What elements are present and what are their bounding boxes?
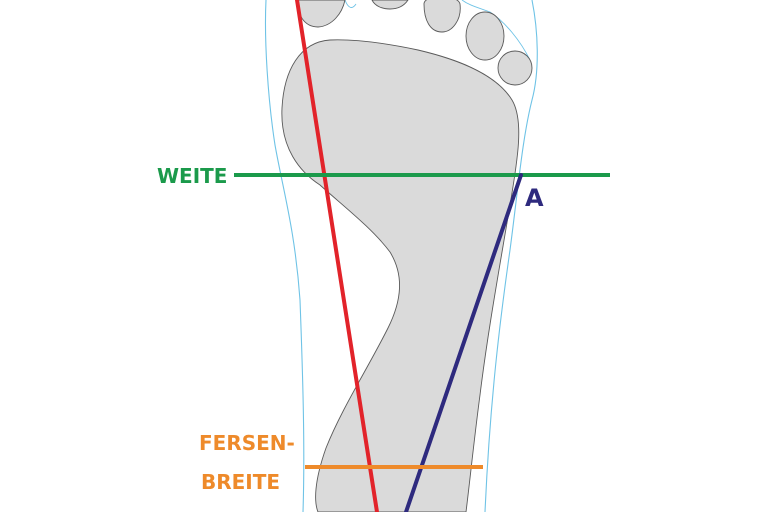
toe-fourth <box>465 11 505 61</box>
toe-prints <box>296 0 533 86</box>
breite-label: BREITE <box>201 470 280 494</box>
toe-third <box>423 0 461 33</box>
axis-line <box>295 0 379 512</box>
toe-big <box>296 0 346 28</box>
diagonal-line <box>404 173 523 512</box>
toe-second <box>371 0 409 10</box>
foot-outline <box>264 0 538 512</box>
sole-print <box>281 39 520 512</box>
fersen-label: FERSEN- <box>199 431 295 455</box>
point-a-label: A <box>525 184 544 212</box>
weite-label: WEITE <box>157 164 227 188</box>
toe-fifth <box>497 50 533 86</box>
toe-outline <box>344 0 531 61</box>
